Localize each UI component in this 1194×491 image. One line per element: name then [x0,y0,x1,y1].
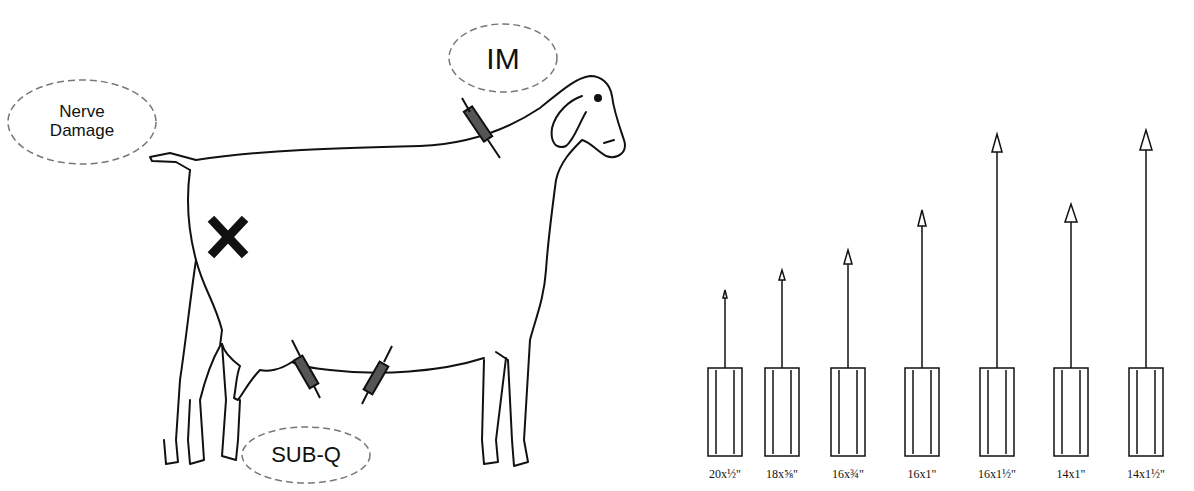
needle [708,290,742,456]
needle [905,210,939,456]
ellipse-outline [242,427,370,483]
needle [1129,130,1163,456]
needle-size-label: 14x1" [1057,467,1086,482]
needle-size-label: 14x1½" [1127,467,1165,482]
goat-back-head [196,76,625,270]
needle-size-label: 16x¾" [832,467,864,482]
needle-size-label: 18x⅝" [766,467,798,482]
goat-mouth [604,140,614,143]
syringe-subq-2 [362,346,392,404]
needle-size-label: 20x½" [709,467,741,482]
goat-front-leg [496,270,546,466]
goat-front-leg-far [482,358,506,464]
needle-size-label: 16x1½" [978,467,1016,482]
needle [831,250,865,456]
x-mark [214,222,242,252]
goat-eye [595,95,601,101]
goat-hind-leg-near [222,344,240,460]
needle [980,134,1014,456]
needle-size-label: 16x1" [908,467,937,482]
syringe-im [462,98,500,158]
needle-set [708,130,1163,456]
callout-ellipse: SUB-Q [241,426,371,484]
goat-udder [222,344,292,400]
callout-text: Nerve Damage [42,103,122,140]
ellipse-outline [449,24,557,92]
goat-ear [552,96,586,147]
needle [765,270,799,456]
goat-tail [150,153,196,170]
goat-hind-leg [188,170,222,464]
callout-text: IM [486,42,519,75]
ellipse-outline [8,80,156,164]
callout-ellipse: IM [448,23,558,93]
needle [1054,204,1088,456]
callout-text: SUB-Q [271,443,341,467]
goat-hind-leg-far [164,260,196,464]
callout-ellipse: Nerve Damage [7,79,157,165]
syringe-subq-1 [292,340,320,398]
